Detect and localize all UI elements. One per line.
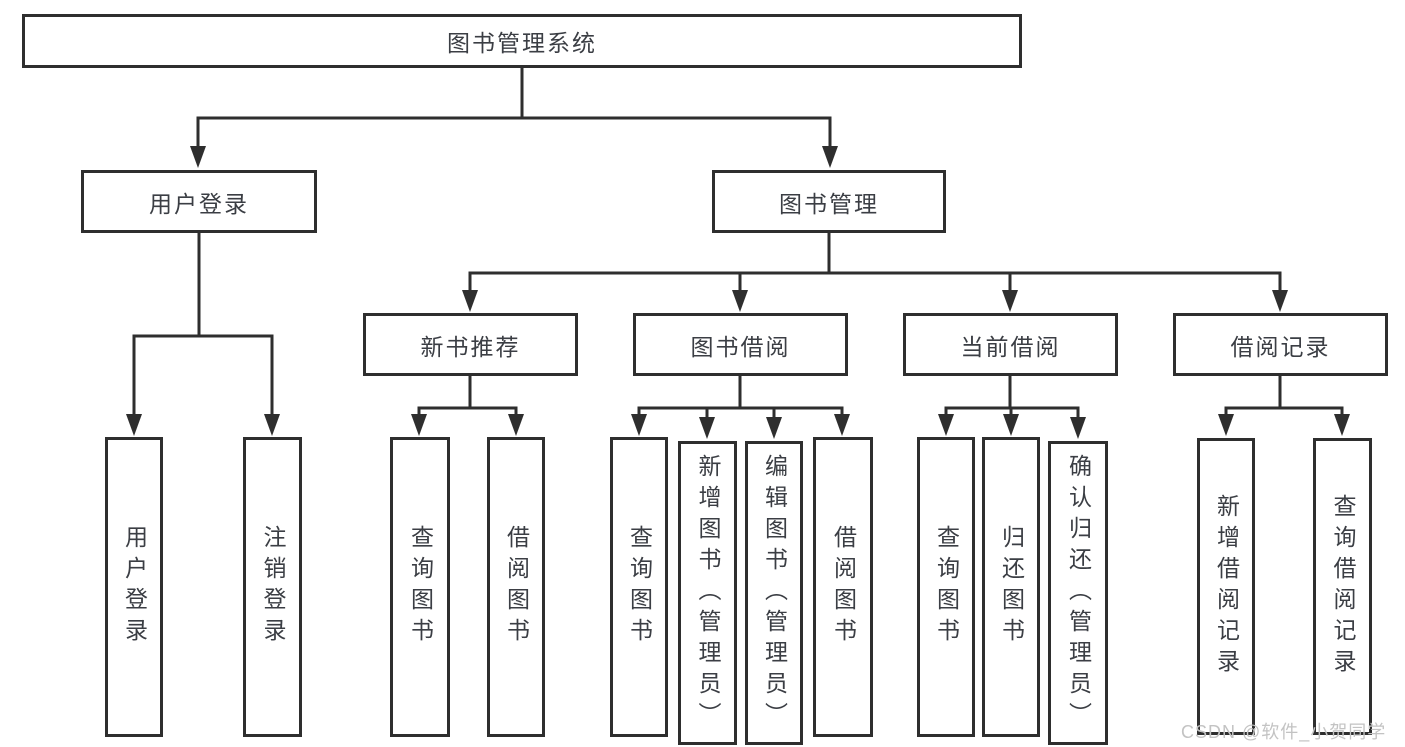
node-current-borrowing: 当前借阅 — [903, 313, 1118, 376]
node-new-book-recommend-label: 新书推荐 — [420, 333, 521, 360]
leaf-edit-books-admin: 编辑图书（管理员） — [745, 441, 803, 745]
node-borrowing-records-label: 借阅记录 — [1230, 333, 1331, 360]
node-current-borrowing-label: 当前借阅 — [960, 333, 1061, 360]
node-borrowing-records: 借阅记录 — [1173, 313, 1388, 376]
csdn-watermark: CSDN @软件_小贺同学 — [1181, 722, 1387, 742]
leaf-current-query-books-label: 查询图书 — [933, 525, 960, 649]
leaf-query-borrow-record-label: 查询借阅记录 — [1330, 493, 1356, 680]
leaf-add-borrow-record-label: 新增借阅记录 — [1213, 493, 1240, 680]
leaf-current-query-books: 查询图书 — [917, 437, 975, 737]
node-user-login: 用户登录 — [81, 170, 317, 233]
leaf-recommend-query-books-label: 查询图书 — [407, 525, 434, 649]
node-book-management-label: 图书管理 — [779, 190, 879, 217]
leaf-recommend-borrow-books-label: 借阅图书 — [503, 525, 530, 649]
leaf-borrowing-borrow-books-label: 借阅图书 — [830, 525, 857, 649]
node-book-borrowing-label: 图书借阅 — [690, 333, 791, 360]
leaf-confirm-return-admin: 确认归还（管理员） — [1048, 441, 1108, 745]
leaf-add-borrow-record: 新增借阅记录 — [1197, 438, 1255, 735]
leaf-add-books-admin: 新增图书（管理员） — [678, 441, 737, 745]
leaf-borrowing-borrow-books: 借阅图书 — [813, 437, 873, 737]
node-root: 图书管理系统 — [22, 14, 1022, 68]
leaf-logout-label: 注销登录 — [260, 525, 286, 649]
leaf-recommend-borrow-books: 借阅图书 — [487, 437, 545, 737]
leaf-confirm-return-admin-label: 确认归还（管理员） — [1065, 453, 1092, 733]
leaf-user-login: 用户登录 — [105, 437, 163, 737]
leaf-return-books-label: 归还图书 — [998, 525, 1025, 649]
node-new-book-recommend: 新书推荐 — [363, 313, 578, 376]
leaf-borrowing-query-books-label: 查询图书 — [626, 525, 653, 649]
leaf-recommend-query-books: 查询图书 — [390, 437, 450, 737]
leaf-add-books-admin-label: 新增图书（管理员） — [695, 453, 721, 733]
node-book-management: 图书管理 — [712, 170, 946, 233]
leaf-query-borrow-record: 查询借阅记录 — [1313, 438, 1372, 735]
leaf-edit-books-admin-label: 编辑图书（管理员） — [761, 453, 788, 733]
node-user-login-label: 用户登录 — [149, 190, 249, 217]
leaf-logout: 注销登录 — [243, 437, 302, 737]
node-book-borrowing: 图书借阅 — [633, 313, 848, 376]
leaf-return-books: 归还图书 — [982, 437, 1040, 737]
leaf-borrowing-query-books: 查询图书 — [610, 437, 668, 737]
node-root-label: 图书管理系统 — [447, 30, 597, 56]
leaf-user-login-label: 用户登录 — [121, 525, 148, 649]
